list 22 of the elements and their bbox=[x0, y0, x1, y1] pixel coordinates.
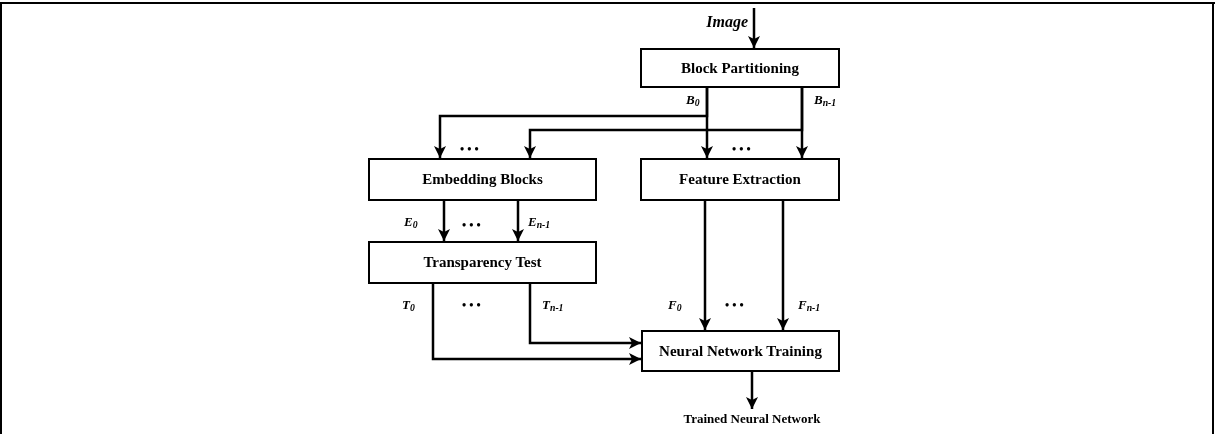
process-box: Block Partitioning bbox=[640, 48, 840, 88]
ellipsis: • • • bbox=[732, 141, 751, 158]
ellipsis: • • • bbox=[462, 297, 481, 314]
arrow bbox=[431, 284, 641, 365]
process-box: Feature Extraction bbox=[640, 158, 840, 201]
arrow bbox=[528, 284, 641, 349]
arrow bbox=[746, 372, 758, 409]
arrow bbox=[438, 201, 450, 241]
arrow bbox=[512, 201, 524, 241]
process-box: Transparency Test bbox=[368, 241, 597, 284]
flow-text: Image bbox=[686, 12, 748, 32]
ellipsis: • • • bbox=[462, 217, 481, 234]
ellipsis: • • • bbox=[460, 141, 479, 158]
arrow bbox=[796, 88, 808, 158]
ellipsis: • • • bbox=[725, 297, 744, 314]
process-box: Embedding Blocks bbox=[368, 158, 597, 201]
process-box: Neural Network Training bbox=[641, 330, 840, 372]
arrow bbox=[701, 88, 713, 158]
flow-text: Trained Neural Network bbox=[636, 409, 868, 429]
arrow bbox=[699, 201, 711, 330]
arrow bbox=[748, 8, 760, 48]
arrow bbox=[777, 201, 789, 330]
